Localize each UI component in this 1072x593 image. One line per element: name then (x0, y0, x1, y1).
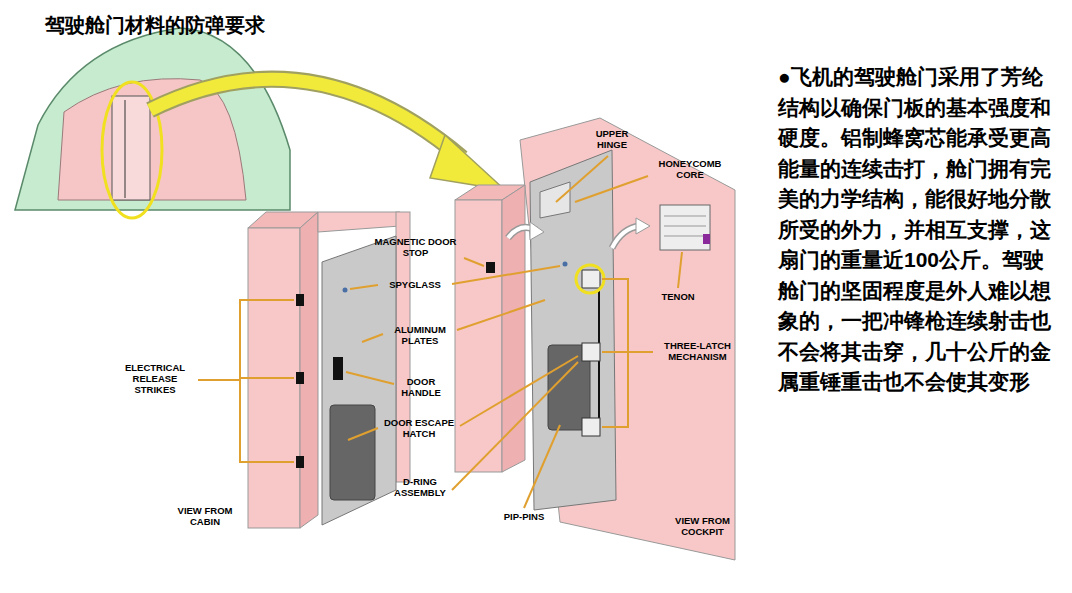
drawing-line (464, 258, 484, 266)
drawing-polygon (430, 135, 505, 190)
drawing-line (362, 334, 383, 342)
drawing-line (452, 266, 560, 284)
drawing-circle (563, 262, 568, 267)
drawing-rect (582, 343, 600, 361)
drawing-line (575, 176, 648, 202)
drawing-line (602, 351, 628, 353)
drawing-rect (582, 418, 600, 436)
canopy-sketch (15, 28, 290, 218)
part-name: DOOR ESCAPE HATCH (380, 417, 458, 439)
drawing-line (350, 285, 378, 289)
drawing-polygon (322, 236, 396, 525)
view-caption: VIEW FROM COCKPIT (665, 515, 740, 537)
drawing-path (150, 79, 462, 158)
part-name: DOOR HANDLE (395, 376, 447, 398)
drawing-line (678, 252, 682, 288)
drawing-line (556, 156, 608, 202)
drawing-polygon (300, 212, 318, 528)
drawing-rect (703, 234, 710, 244)
leader-lines (198, 156, 682, 508)
cabin-door-view (248, 212, 410, 528)
drawing-circle (576, 265, 604, 293)
drawing-polyline (628, 351, 653, 353)
drawing-rect (455, 200, 502, 472)
part-name: UPPER HINGE (588, 128, 636, 150)
drawing-rect (660, 205, 710, 250)
drawing-polygon (530, 150, 616, 510)
drawing-line (348, 428, 378, 440)
drawing-line (524, 425, 560, 508)
part-name: TENON (655, 291, 701, 302)
view-caption: VIEW FROM CABIN (170, 505, 240, 527)
part-name: HONEYCOMB CORE (650, 158, 730, 180)
drawing-rect (582, 270, 600, 288)
drawing-path (150, 79, 462, 158)
drawing-line (460, 356, 578, 426)
drawing-rect (330, 405, 375, 500)
drawing-rect (296, 294, 304, 306)
drawing-path (15, 28, 290, 210)
drawing-polyline (240, 300, 294, 462)
drawing-line (457, 300, 545, 330)
drawing-rect (296, 456, 304, 468)
part-name: ALUMINUM PLATES (385, 324, 455, 346)
drawing-rect (112, 96, 150, 200)
drawing-line (125, 100, 126, 198)
drawing-line (664, 226, 706, 227)
drawing-polygon (520, 118, 735, 560)
pointer-arrow (150, 79, 505, 190)
drawing-rect (296, 372, 304, 384)
part-name: THREE-LATCH MECHANISM (655, 340, 740, 362)
cockpit-door-view (455, 118, 735, 560)
view-caption: PIP-PINS (494, 511, 554, 522)
drawing-polyline (602, 279, 628, 427)
drawing-polyline (198, 379, 240, 381)
drawing-polygon (530, 222, 544, 240)
drawing-circle (343, 288, 348, 293)
page-title: 驾驶舱门材料的防弹要求 (45, 13, 265, 37)
drawing-line (664, 216, 706, 217)
part-name: D-RING ASSEMBLY (390, 476, 450, 498)
part-name: SPYGLASS (380, 279, 450, 290)
drawing-line (346, 372, 394, 384)
drawing-polygon (318, 212, 400, 232)
drawing-rect (486, 262, 495, 273)
drawing-line (240, 377, 294, 379)
drawing-polygon (636, 218, 650, 234)
description-text: ●飞机的驾驶舱门采用了芳纶结构以确保门板的基本强度和硬度。铝制蜂窝芯能承受更高能… (778, 62, 1053, 398)
drawing-rect (333, 357, 343, 380)
part-name: ELECTRICAL RELEASE STRIKES (115, 362, 195, 395)
drawing-line (664, 236, 706, 237)
drawing-polygon (540, 182, 570, 218)
part-name: MAGNETIC DOOR STOP (368, 236, 463, 258)
